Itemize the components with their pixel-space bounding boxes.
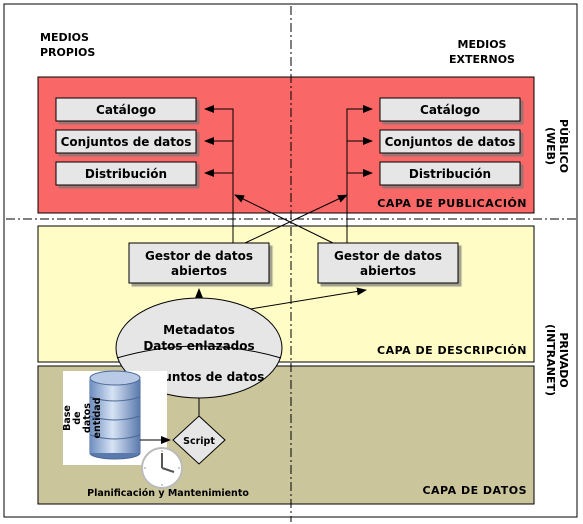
description-layer-label: CAPA DE DESCRIPCIÓN xyxy=(377,344,527,357)
right-manager-box xyxy=(317,242,459,284)
private-label-line2: (INTRANET) xyxy=(544,324,557,396)
description-layer xyxy=(37,225,535,363)
right-manager-line1: Gestor de datos xyxy=(334,249,442,263)
external-media-line2: EXTERNOS xyxy=(449,53,515,66)
left-catalog-label: Catálogo xyxy=(96,103,156,117)
metadata-line2: Datos enlazados xyxy=(143,339,254,353)
left-datasets-box xyxy=(55,129,197,154)
metadata-line1: Metadatos xyxy=(163,323,235,337)
database-icon xyxy=(63,370,167,465)
left-manager-to-catalog-arrow xyxy=(204,105,234,243)
left-catalog-box xyxy=(55,97,197,122)
database-label-line3: datos xyxy=(82,403,93,433)
database-label-line2: de xyxy=(72,411,83,424)
script-diamond xyxy=(172,415,226,465)
public-label-line1: PÚBLICO xyxy=(557,119,570,173)
script-label: Script xyxy=(183,436,215,447)
right-datasets-label: Conjuntos de datos xyxy=(385,135,516,149)
right-distribution-box xyxy=(379,161,521,186)
right-catalog-box xyxy=(379,97,521,122)
publication-layer-label: CAPA DE PUBLICACIÓN xyxy=(377,197,527,210)
database-label-line1: Base xyxy=(62,405,73,431)
external-media-line1: MEDIOS xyxy=(458,38,507,51)
right-catalog-label: Catálogo xyxy=(420,103,480,117)
right-datasets-box xyxy=(379,129,521,154)
right-manager-to-catalog-arrow xyxy=(346,105,373,243)
right-manager-line2: abiertos xyxy=(360,264,416,278)
data-layer-label: CAPA DE DATOS xyxy=(422,484,527,497)
own-media-line1: MEDIOS xyxy=(40,31,89,44)
private-label-line1: PRIVADO xyxy=(557,332,570,387)
planning-label: Planificación y Mantenimiento xyxy=(87,488,249,499)
left-distribution-label: Distribución xyxy=(85,167,167,181)
ellipse-divider xyxy=(116,345,282,359)
right-distribution-label: Distribución xyxy=(409,167,491,181)
own-media-line2: PROPIOS xyxy=(40,46,95,59)
clock-icon xyxy=(141,447,183,489)
public-label-line2: (WEB) xyxy=(544,127,557,165)
right-manager-cross-arrow xyxy=(234,194,334,244)
left-datasets-label: Conjuntos de datos xyxy=(61,135,192,149)
left-manager-cross-arrow xyxy=(244,194,348,244)
left-manager-box xyxy=(128,242,270,284)
database-label-line4: entidad xyxy=(92,397,103,438)
left-manager-line1: Gestor de datos xyxy=(145,249,253,263)
left-manager-line2: abiertos xyxy=(171,264,227,278)
left-distribution-box xyxy=(55,161,197,186)
